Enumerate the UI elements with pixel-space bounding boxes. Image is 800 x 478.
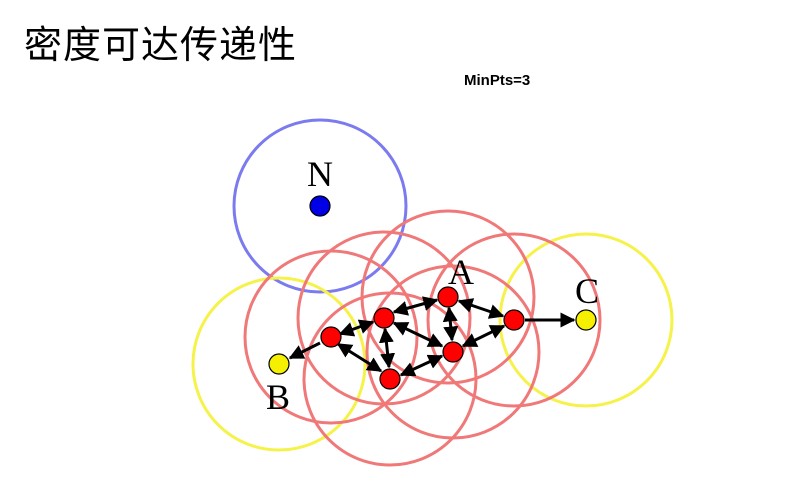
arrow-p3-p4	[457, 298, 505, 319]
arrow-p2-p1	[338, 319, 375, 337]
border-point-b	[268, 353, 290, 375]
label-n: N	[307, 154, 333, 194]
neighborhood-circle-core-4	[426, 232, 602, 408]
minpts-label: MinPts=3	[464, 72, 531, 89]
label-a: A	[448, 252, 474, 292]
neighborhood-circles	[191, 118, 674, 467]
label-c: C	[575, 271, 599, 311]
arrow-p5-p4	[461, 324, 506, 348]
core-point-2	[373, 307, 395, 329]
arrow-p2-p5	[392, 321, 444, 348]
neighborhood-circle-n	[232, 118, 408, 294]
slide-title: 密度可达传递性	[24, 23, 298, 67]
arrow-p1-p6	[336, 342, 383, 373]
label-b: B	[266, 377, 290, 417]
arrow-p1-b	[288, 341, 321, 360]
core-point-5	[442, 341, 464, 363]
core-point-6	[379, 368, 401, 390]
arrow-p3-p5	[442, 306, 459, 342]
neighborhood-circle-core-6	[302, 291, 478, 467]
noise-point-n	[309, 195, 331, 217]
neighborhood-circle-c	[498, 232, 674, 408]
border-point-c	[575, 309, 597, 331]
arrow-p2-p6	[378, 327, 396, 369]
reachability-arrows	[288, 296, 576, 377]
core-point-1	[320, 326, 342, 348]
arrow-p6-p5	[399, 354, 444, 377]
point-labels: N A B C	[266, 154, 599, 417]
core-point-a	[437, 286, 459, 308]
data-points	[268, 195, 597, 390]
arrow-p2-p3	[392, 296, 439, 316]
core-point-4	[503, 309, 525, 331]
